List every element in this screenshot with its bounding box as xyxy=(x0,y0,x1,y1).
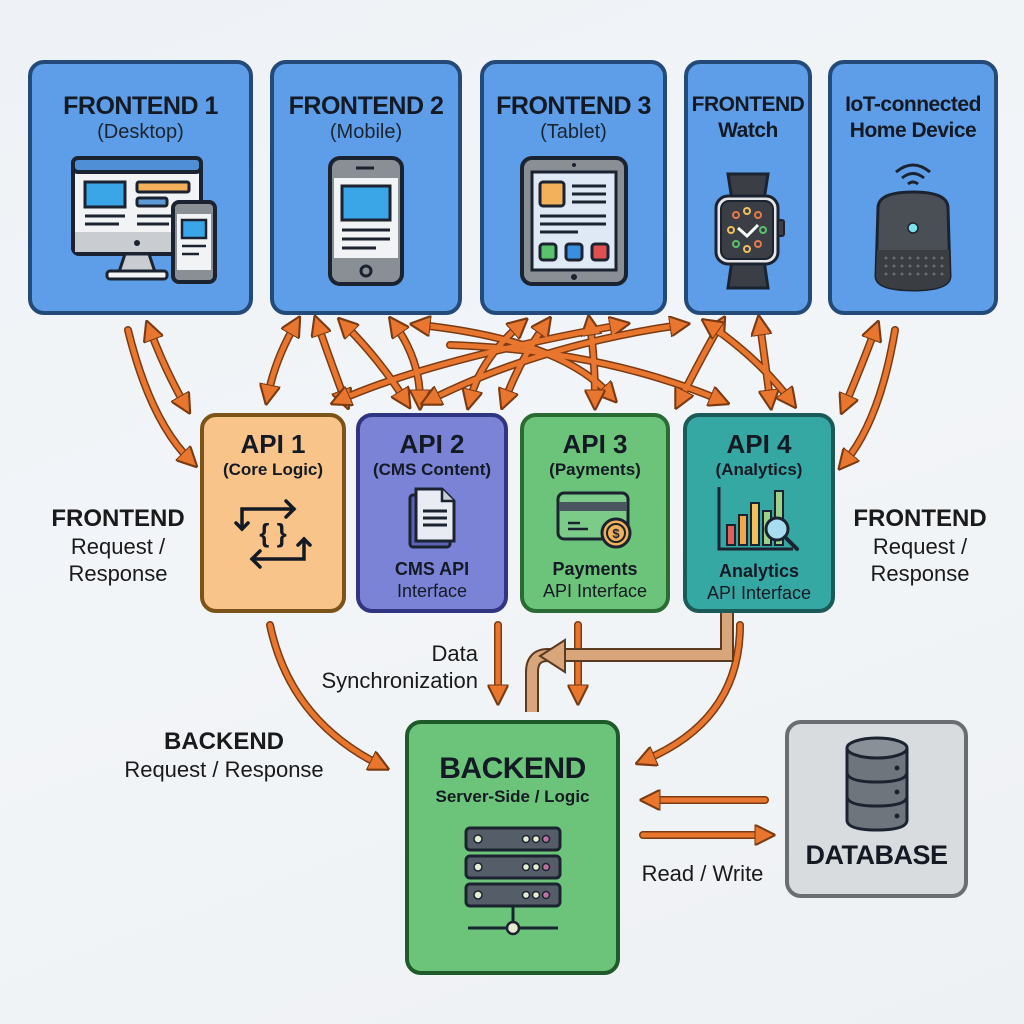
read-write-label: Read / Write xyxy=(641,861,764,886)
code-cycle-icon: { } xyxy=(234,499,312,569)
api4-analytics-node[interactable]: API 4 (Analytics) Analytics API Interfac… xyxy=(683,413,835,613)
node-title: FRONTEND 3 xyxy=(496,92,651,120)
node-subtitle: (Core Logic) xyxy=(222,460,324,479)
arrow-api1-to-backend xyxy=(267,622,380,765)
node-title: API 4 xyxy=(726,429,792,459)
database-node[interactable]: DATABASE xyxy=(785,720,968,898)
node-subtitle: Watch xyxy=(718,119,778,142)
api3-payments-node[interactable]: API 3 (Payments) $ Payments API Interfac… xyxy=(520,413,670,613)
bar-chart-magnifier-icon xyxy=(717,487,799,551)
frontend-mobile-node[interactable]: FRONTEND 2 (Mobile) xyxy=(270,60,462,315)
frontend-request-response-right-label: FRONTEND Request / Response xyxy=(853,505,987,586)
node-subtitle: Home Device xyxy=(849,119,977,142)
credit-card-coin-icon: $ xyxy=(556,491,632,549)
desktop-and-phone-icon xyxy=(70,156,217,284)
node-title: DATABASE xyxy=(805,840,949,870)
frontend-tablet-node[interactable]: FRONTEND 3 (Tablet) xyxy=(480,60,667,315)
frontend-desktop-node[interactable]: FRONTEND 1 (Desktop) xyxy=(28,60,253,315)
node-subtitle: Server-Side / Logic xyxy=(435,787,590,806)
node-subtitle: (CMS Content) xyxy=(372,460,492,479)
svg-text:{ }: { } xyxy=(259,518,286,548)
node-footer-subtitle: Interface xyxy=(396,581,468,601)
document-icon xyxy=(408,487,456,549)
node-title: API 3 xyxy=(562,429,628,459)
arrow-api4-to-backend xyxy=(645,622,743,760)
data-synchronization-label: Data Synchronization xyxy=(321,641,478,693)
node-footer-subtitle: API Interface xyxy=(706,583,812,603)
tablet-icon xyxy=(519,156,628,286)
node-footer-title: Payments xyxy=(552,559,638,579)
data-sync-arrow xyxy=(525,612,734,712)
node-subtitle: (Analytics) xyxy=(715,460,803,479)
frontend-watch-node[interactable]: FRONTEND Watch xyxy=(684,60,812,315)
node-subtitle: (Payments) xyxy=(549,460,641,479)
database-icon xyxy=(845,736,908,832)
node-title: BACKEND xyxy=(439,752,586,785)
node-title: IoT-connected xyxy=(845,93,981,116)
node-footer-title: Analytics xyxy=(718,561,800,581)
node-footer-title: CMS API xyxy=(394,559,470,579)
node-title: API 1 xyxy=(240,429,306,459)
smartphone-icon xyxy=(328,156,404,286)
server-rack-icon xyxy=(464,826,561,936)
smart-speaker-icon xyxy=(874,163,952,292)
api2-cms-node[interactable]: API 2 (CMS Content) CMS API Interface xyxy=(356,413,508,613)
node-title: FRONTEND 2 xyxy=(288,92,444,120)
backend-server-node[interactable]: BACKEND Server-Side / Logic xyxy=(405,720,620,975)
arrow-fe1-api1-bidir xyxy=(150,330,185,405)
node-subtitle: (Tablet) xyxy=(540,121,607,143)
node-footer-subtitle: API Interface xyxy=(542,581,648,601)
svg-text:$: $ xyxy=(612,526,620,541)
api1-core-logic-node[interactable]: API 1 (Core Logic) { } xyxy=(200,413,346,613)
node-title: FRONTEND 1 xyxy=(63,92,218,120)
frontend-iot-node[interactable]: IoT-connected Home Device xyxy=(828,60,998,315)
smartwatch-icon xyxy=(714,172,785,290)
node-title: FRONTEND xyxy=(691,93,805,116)
frontend-request-response-left-label: FRONTEND Request / Response xyxy=(51,505,185,586)
node-subtitle: (Desktop) xyxy=(97,121,184,143)
backend-request-response-label: BACKEND Request / Response xyxy=(124,728,324,782)
arrow-iot-api4-bidir xyxy=(845,330,875,405)
node-title: API 2 xyxy=(399,429,465,459)
node-subtitle: (Mobile) xyxy=(329,121,403,143)
